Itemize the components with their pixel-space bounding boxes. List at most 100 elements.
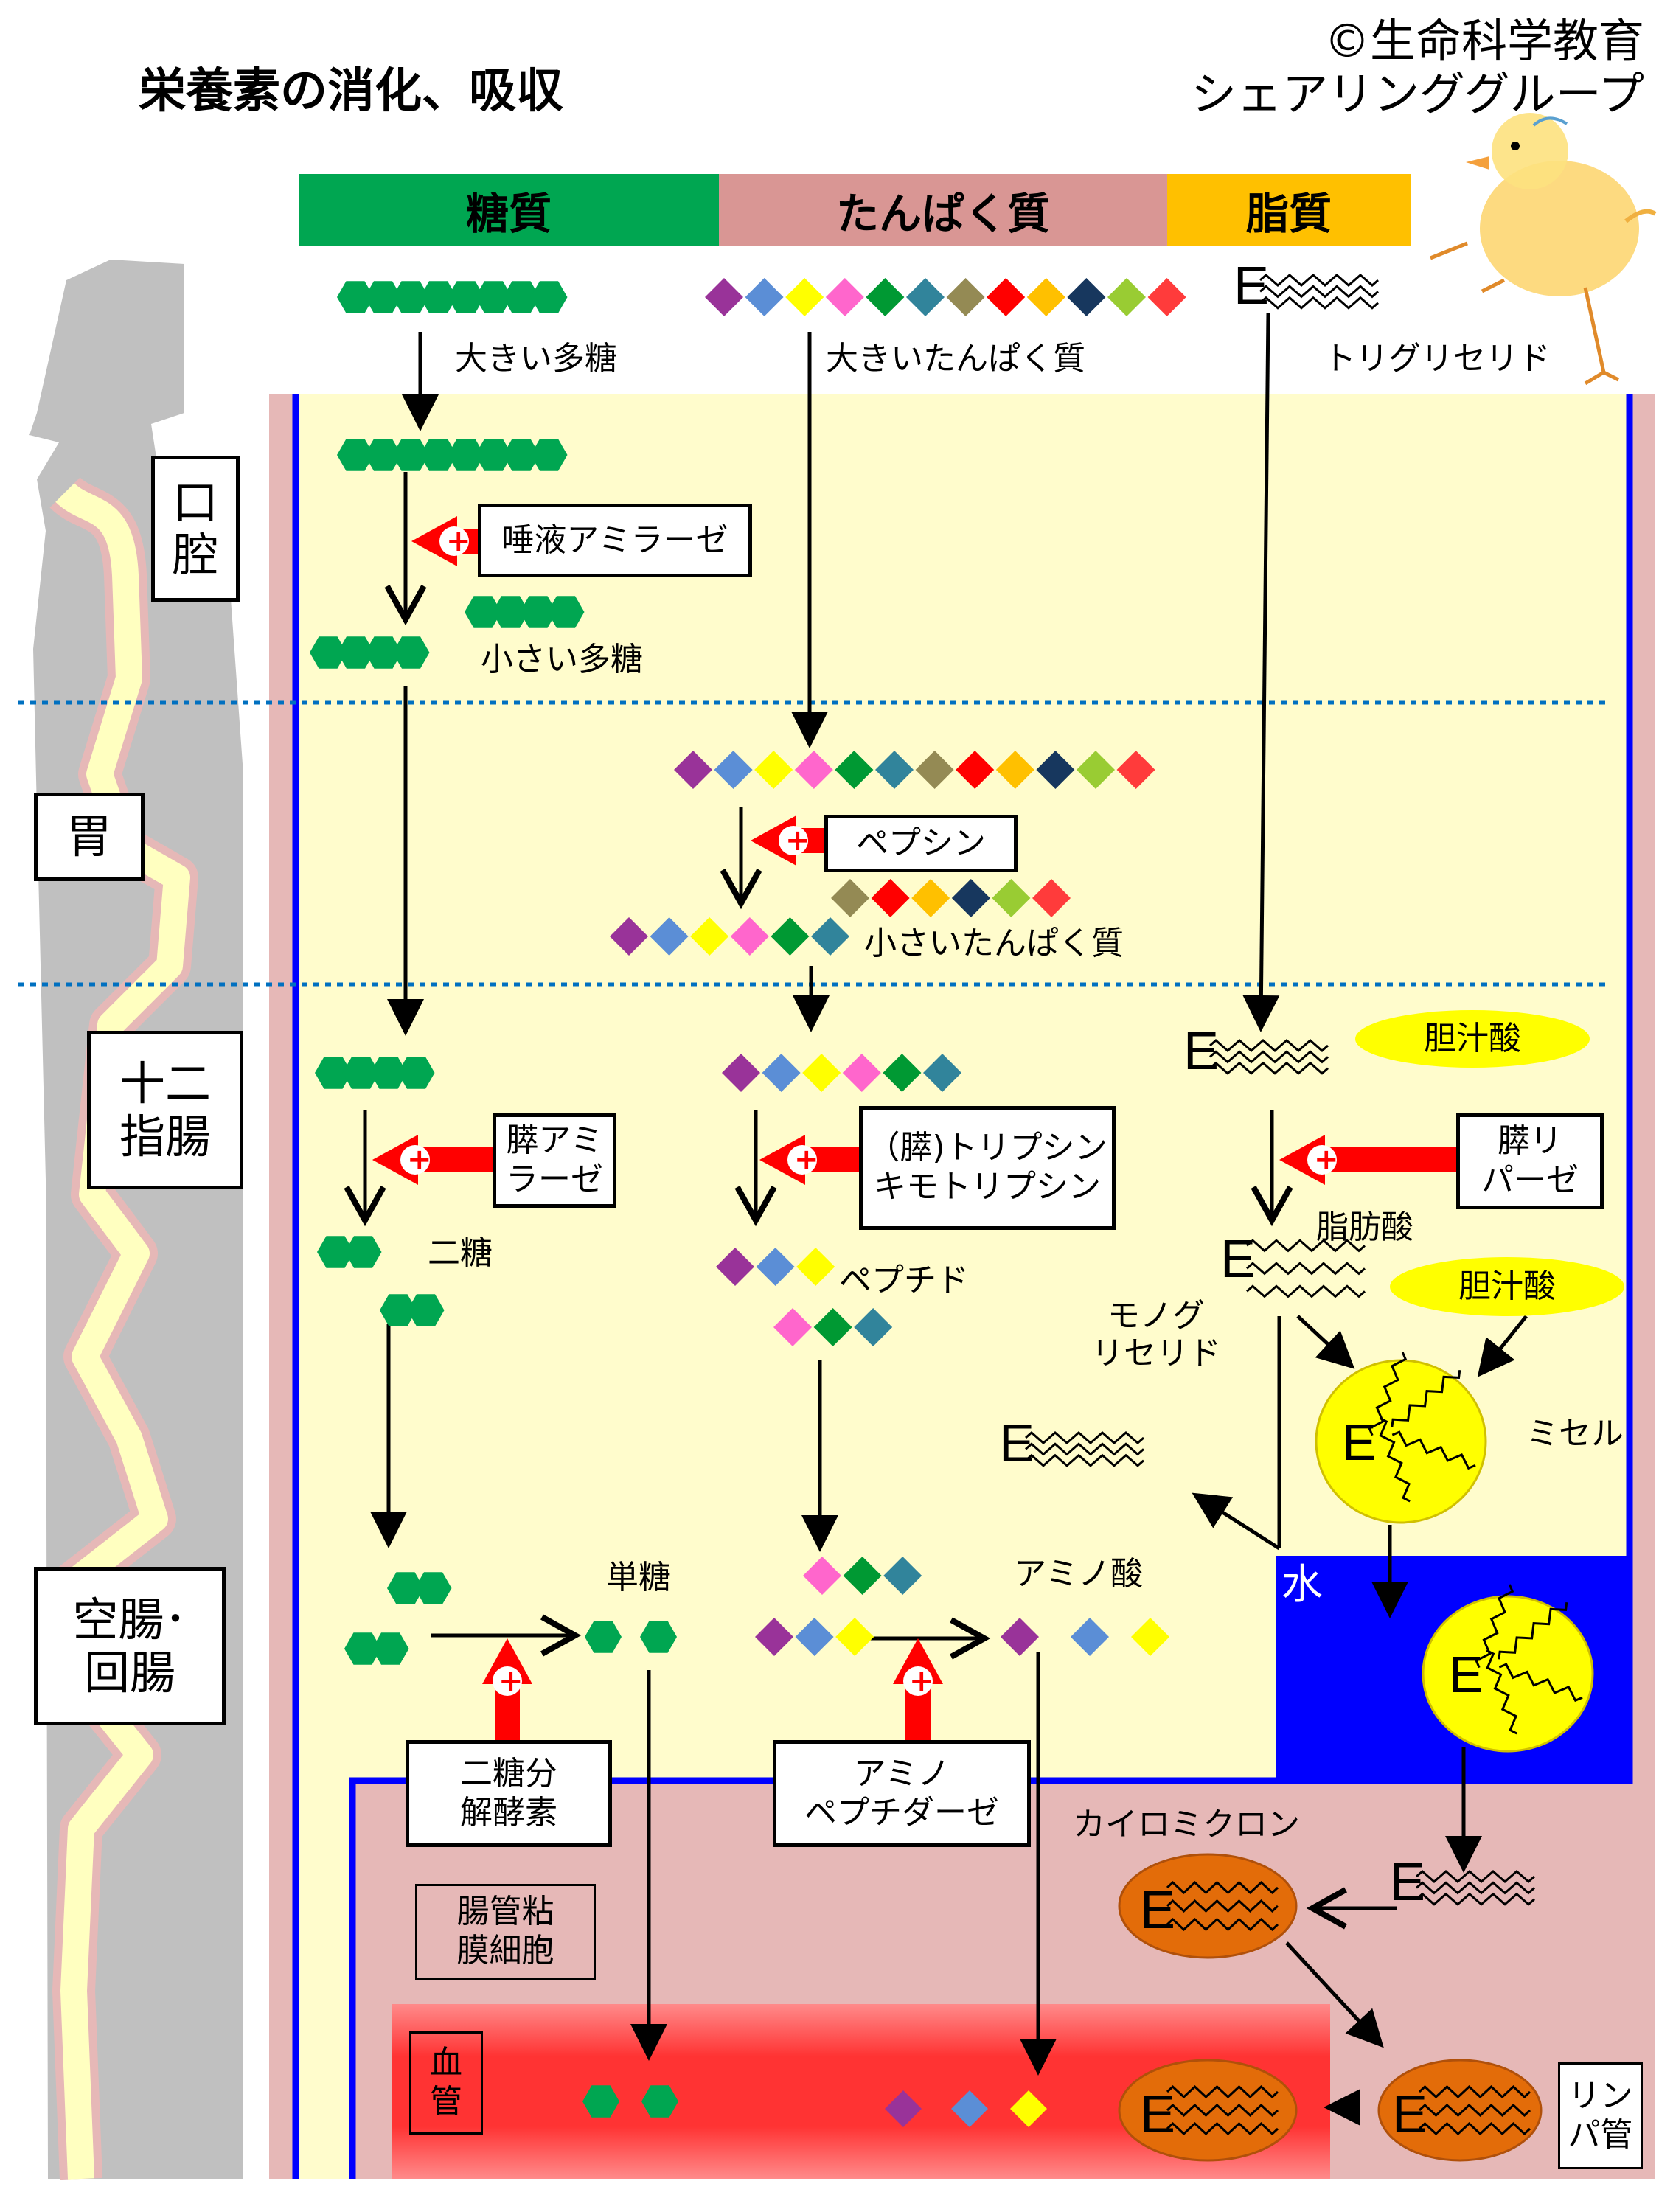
amino-acid-diamond [1036, 751, 1075, 789]
amino-acid-diamond [831, 879, 869, 917]
label-blood-vessel: 血管 [409, 2031, 483, 2135]
triglyceride: E [1234, 257, 1379, 316]
glucose-hexagon [582, 2085, 619, 2118]
amino-acid-diamond [923, 1054, 961, 1092]
small-polysaccharide [310, 636, 430, 669]
bile-acid-2: 胆汁酸 [1390, 1257, 1624, 1316]
amino-acid-diamond [754, 751, 793, 789]
glucose-hexagon [337, 439, 374, 471]
glucose-hexagon [392, 636, 430, 669]
enzyme-salivary-amylase: 唾液アミラーゼ [478, 504, 752, 577]
amino-acid-diamond [1026, 278, 1065, 316]
amino-acid-diamond [1010, 2090, 1047, 2127]
label-mucosa: 腸管粘膜細胞 [415, 1884, 596, 1980]
svg-text:+: + [794, 1143, 819, 1177]
glucose-hexagon [530, 439, 568, 471]
glucose-hexagon [420, 281, 457, 313]
amino-acid-2 [1071, 1618, 1109, 1656]
amino-acid-3 [1131, 1618, 1169, 1656]
glucose-hexagon [503, 439, 540, 471]
amino-acid-diamond [883, 1054, 922, 1092]
amino-acid-diamond [854, 1308, 893, 1346]
label-triglyceride: トリグリセリド [1324, 340, 1551, 378]
glucose-hexagon [547, 596, 585, 628]
svg-text:E: E [999, 1414, 1034, 1473]
amino-acid-1 [1001, 1618, 1039, 1656]
amino-acid-diamond [987, 278, 1026, 316]
disaccharide-jejunum-1 [387, 1572, 452, 1604]
enzyme-arrow-trypsin: + [759, 1135, 859, 1185]
enzyme-arrows: +++++++ [372, 516, 1456, 1740]
amino-acid-diamond [951, 2090, 988, 2127]
glucose-hexagon [392, 439, 429, 471]
flow-arrows [344, 313, 1528, 2126]
enzyme-trypsin: （膵)トリプシンキモトリプシン [859, 1106, 1116, 1230]
amino-acid-diamond [1001, 1618, 1039, 1656]
amino-acid-diamond [803, 1557, 841, 1595]
amino-acid-diamond [825, 278, 864, 316]
glucose-hexagon [344, 1632, 381, 1665]
label-small-protein: 小さいたんぱく質 [864, 925, 1124, 962]
peptide-jejunum-2 [755, 1618, 874, 1656]
enzyme-pancreatic-lipase: 膵リパーゼ [1456, 1113, 1604, 1209]
amino-acid-diamond [755, 1618, 793, 1656]
glucose-hexagon [475, 281, 512, 313]
glucose-hexagon [344, 1236, 382, 1268]
amino-acid-diamond [842, 1054, 881, 1092]
svg-text:+: + [1314, 1143, 1339, 1177]
peptide-jejunum [803, 1557, 922, 1595]
amino-acid-diamond [885, 2090, 922, 2127]
glucose-hexagon [520, 596, 557, 628]
amino-acid-diamond [771, 917, 810, 956]
svg-text:+: + [446, 524, 471, 558]
blood-monosaccharide-2 [641, 2085, 678, 2118]
amino-acid-diamond [1071, 1618, 1109, 1656]
glucose-hexagon [365, 636, 402, 669]
label-lymph: リンパ管 [1558, 2062, 1643, 2169]
micelle-lumen: E [1315, 1352, 1487, 1524]
chylomicron-blood: E [1118, 2059, 1298, 2162]
amino-acid-diamond [843, 1557, 882, 1595]
amino-acid-diamond [714, 751, 753, 789]
amino-acid-diamond [813, 1308, 852, 1346]
amino-acid-diamond [802, 1054, 841, 1092]
svg-text:E: E [1390, 1853, 1425, 1912]
glucose-hexagon [337, 281, 374, 313]
enzyme-arrow-aminopeptidase: + [893, 1638, 943, 1740]
glucose-hexagon [407, 1294, 445, 1326]
svg-text:+: + [407, 1143, 432, 1177]
glucose-hexagon [448, 439, 484, 471]
disaccharide-1 [317, 1236, 382, 1268]
glucose-hexagon [370, 1057, 407, 1089]
svg-text:E: E [1140, 1881, 1175, 1940]
amino-acid-diamond [705, 278, 743, 316]
label-monosaccharide: 単糖 [606, 1559, 671, 1596]
label-amino-acid: アミノ酸 [1014, 1555, 1144, 1593]
label-large-polysaccharide: 大きい多糖 [455, 340, 617, 378]
amino-acid-diamond [690, 917, 729, 956]
micelle-water: E [1422, 1584, 1594, 1753]
amino-acid-diamond [951, 879, 990, 917]
glucose-hexagon [310, 636, 347, 669]
glucose-hexagon [448, 281, 484, 313]
amino-acid-diamond [773, 1308, 812, 1346]
amino-acid-diamond [785, 278, 824, 316]
amino-acid-diamond [730, 917, 769, 956]
svg-text:E: E [1449, 1646, 1484, 1703]
label-small-polysaccharide: 小さい多糖 [481, 641, 643, 678]
amino-acid-diamond [1032, 879, 1071, 917]
monosaccharide-2 [640, 1621, 677, 1653]
glucose-hexagon [641, 2085, 678, 2118]
amino-acid-diamond [811, 917, 849, 956]
glucose-hexagon [317, 1236, 354, 1268]
glucose-hexagon [364, 439, 402, 471]
svg-text:+: + [909, 1664, 934, 1698]
glucose-hexagon [475, 439, 512, 471]
chylomicron-mucosa: E [1118, 1853, 1298, 1959]
triglyceride-duodenum: E [1183, 1022, 1329, 1081]
cleaved-protein [831, 879, 1071, 917]
fatty-acid-monoglyceride: E [1220, 1230, 1366, 1298]
amino-acid-diamond [745, 278, 784, 316]
label-micelle: ミセル [1526, 1415, 1624, 1453]
